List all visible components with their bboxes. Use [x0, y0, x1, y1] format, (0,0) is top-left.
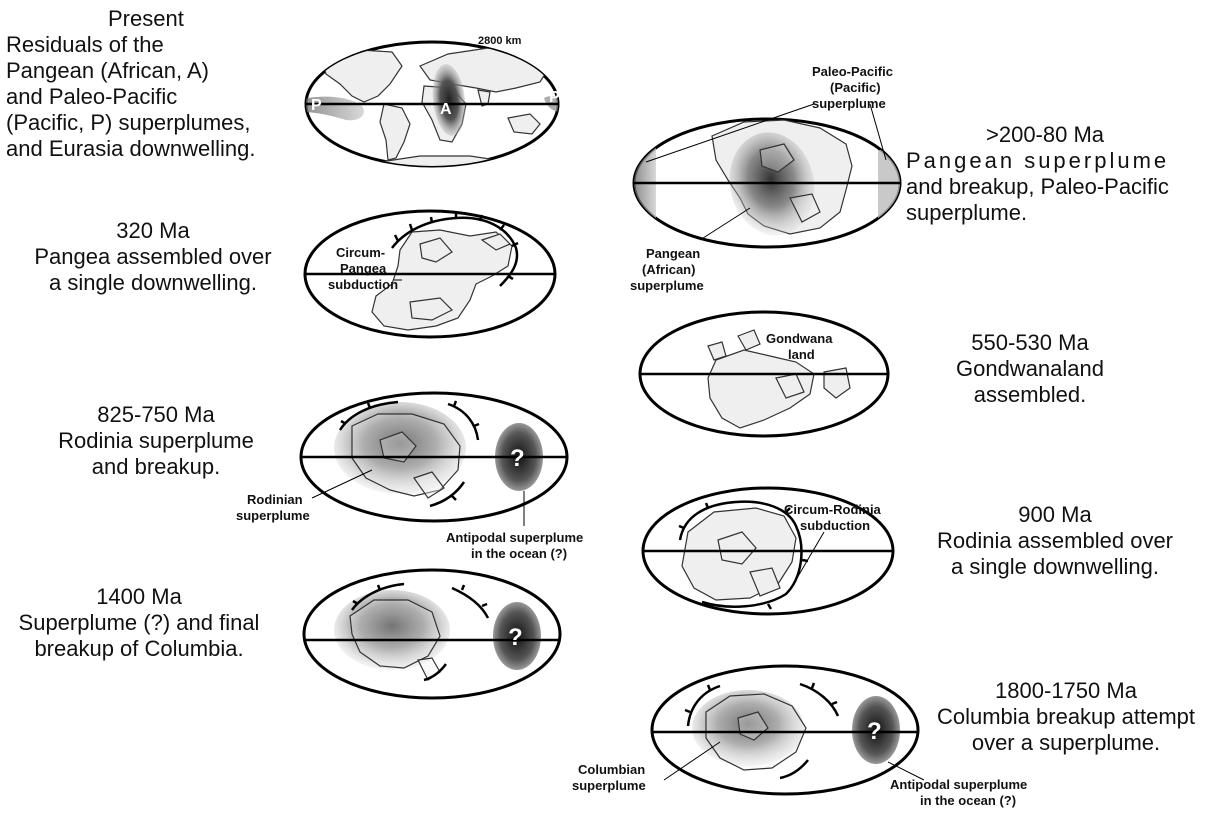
circum-rodinia-label: Circum-Rodinia: [784, 502, 882, 517]
map-900-ma: Circum-Rodinia subduction: [643, 488, 893, 614]
gondwana-label: land: [788, 347, 815, 362]
pacific-marker-west: P: [311, 97, 322, 114]
circum-rodinia-label: subduction: [800, 518, 870, 533]
paleo-pacific-label: superplume: [812, 96, 886, 111]
map-825-750-ma: ? Rodinian superplume Antipodal superplu…: [236, 393, 583, 561]
circum-pangea-label: Pangea: [340, 261, 387, 276]
circum-pangea-label: Circum-: [336, 245, 385, 260]
antipodal-label: Antipodal superplume: [890, 777, 1027, 792]
paleo-pacific-label: (Pacific): [830, 80, 881, 95]
columbian-superplume-label: Columbian: [578, 762, 645, 777]
pacific-marker-east: P: [549, 89, 560, 106]
rodinian-superplume-label: superplume: [236, 508, 310, 523]
antipodal-label: in the ocean (?): [920, 793, 1016, 808]
map-550-530-ma: Gondwana land: [640, 312, 888, 436]
antipodal-label: in the ocean (?): [471, 546, 567, 561]
map-320-ma: Circum- Pangea subduction: [305, 211, 555, 337]
paleo-pacific-label: Paleo-Pacific: [812, 64, 893, 79]
map-1800-1750-ma: ? Columbian superplume Antipodal superpl…: [572, 666, 1027, 808]
circum-pangea-label: subduction: [328, 277, 398, 292]
map-200-80-ma: Paleo-Pacific (Pacific) superplume Pange…: [630, 64, 902, 293]
question-marker: ?: [510, 445, 525, 472]
rodinian-superplume-label: Rodinian: [247, 492, 303, 507]
antipodal-label: Antipodal superplume: [446, 530, 583, 545]
african-marker: A: [440, 101, 452, 118]
pangean-african-label: superplume: [630, 278, 704, 293]
question-marker: ?: [867, 718, 882, 745]
columbian-superplume-label: superplume: [572, 778, 646, 793]
pangean-african-label: (African): [642, 262, 695, 277]
question-marker: ?: [508, 624, 523, 651]
map-1400-ma: ?: [304, 570, 560, 698]
map-present: P A P 2800 km: [300, 35, 562, 168]
pangean-african-label: Pangean: [646, 246, 700, 261]
scale-label: 2800 km: [478, 35, 522, 47]
gondwana-label: Gondwana: [766, 331, 833, 346]
